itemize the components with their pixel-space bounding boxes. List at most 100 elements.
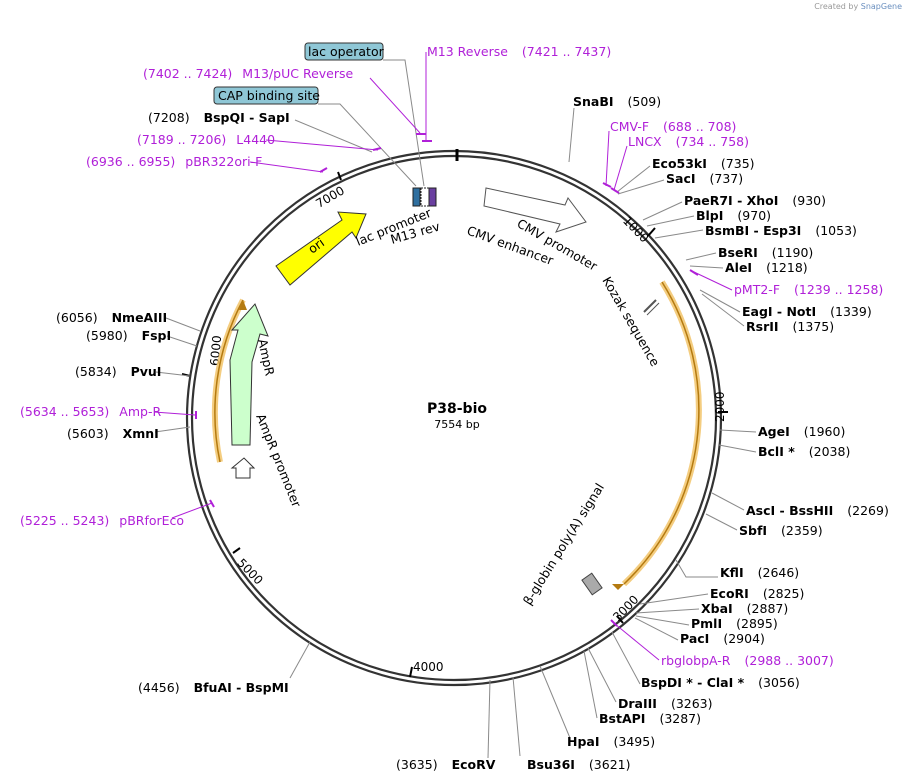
site-ecori[interactable]: EcoRI(2825) <box>710 586 804 601</box>
site-paci[interactable]: PacI(2904) <box>680 631 765 646</box>
ampr-feature[interactable] <box>229 303 269 446</box>
primer-sites: M13 Reverse(7421 .. 7437) (7402 .. 7424)… <box>20 44 883 668</box>
lead-bsmbi <box>654 229 704 239</box>
primer-cmv-f[interactable]: CMV-F(688 .. 708) <box>610 119 736 134</box>
primer-lncx[interactable]: LNCX(734 .. 758) <box>628 134 749 149</box>
plasmid-size: 7554 bp <box>434 418 479 431</box>
primer-pbrforeco[interactable]: (5225 .. 5243)pBRforEco <box>20 513 184 528</box>
site-clai[interactable]: BspDI * - ClaI *(3056) <box>641 675 800 690</box>
site-sapi[interactable]: (7208)BspQI - SapI <box>148 110 290 125</box>
tick-marks <box>181 171 728 678</box>
site-xmni[interactable]: (5603)XmnI <box>67 426 159 441</box>
lead-agei <box>719 429 757 433</box>
lac-operator-box[interactable] <box>304 42 384 61</box>
primer-rbglobpa[interactable]: rbglobpA-R(2988 .. 3007) <box>661 653 834 668</box>
ampr-promoter-feature[interactable] <box>230 457 256 479</box>
lead-bfuai <box>289 641 311 679</box>
m13-rev-feature[interactable] <box>428 187 437 207</box>
site-kfli[interactable]: KflI(2646) <box>720 565 799 580</box>
ampr-promoter-label: AmpR promoter <box>253 412 304 511</box>
polya-feature[interactable] <box>581 572 603 596</box>
lead-paci <box>634 617 679 641</box>
lead-eco53ki <box>616 165 651 193</box>
site-nmeaiii[interactable]: (6056)NmeAIII <box>56 310 167 325</box>
site-rsrii[interactable]: RsrII(1375) <box>746 319 834 334</box>
lead-pmli <box>635 615 690 626</box>
site-bsmbi[interactable]: BsmBI - Esp3I(1053) <box>705 223 857 238</box>
lead-alei <box>689 265 724 269</box>
lac-operator-box-label: lac operator <box>308 44 385 59</box>
site-noti[interactable]: EagI - NotI(1339) <box>742 304 872 319</box>
ori-feature[interactable] <box>275 211 367 286</box>
lead-cmv-f <box>605 130 610 187</box>
lead-rsrii <box>701 293 745 327</box>
site-bstapi[interactable]: BstAPI(3287) <box>599 711 701 726</box>
kozak-feature-2 <box>646 302 660 316</box>
lead-bcli <box>718 444 757 453</box>
snapgene-logo: SnapGene <box>860 2 902 11</box>
orf-arrowhead-insert <box>612 584 624 590</box>
site-snabi[interactable]: SnaBI(509) <box>573 94 661 109</box>
lead-pbr322ori <box>249 161 324 173</box>
site-sbfi[interactable]: SbfI(2359) <box>739 523 823 538</box>
site-agei[interactable]: AgeI(1960) <box>758 424 845 439</box>
primer-mark-pbr322ori <box>319 167 328 173</box>
lead-lncx <box>613 145 628 191</box>
lead-noti <box>699 289 741 313</box>
lead-sbfi <box>705 513 738 531</box>
primer-amp-r[interactable]: (5634 .. 5653)Amp-R <box>20 404 161 419</box>
lead-snabi <box>568 107 575 163</box>
lead-m13-puc <box>369 77 421 134</box>
site-eco53ki[interactable]: Eco53kI(735) <box>652 156 755 171</box>
lead-clai <box>611 631 641 685</box>
site-saci[interactable]: SacI(737) <box>666 171 743 186</box>
kozak-label: Kozak sequence <box>599 274 663 369</box>
site-fspi[interactable]: (5980)FspI <box>86 328 171 343</box>
site-blpi[interactable]: BlpI(970) <box>696 208 771 223</box>
lead-xhoi <box>642 201 683 221</box>
site-pmli[interactable]: PmlI(2895) <box>691 616 778 631</box>
site-xhoi[interactable]: PaeR7I - XhoI(930) <box>684 193 826 208</box>
cap-site-box-label: CAP binding site <box>218 88 320 103</box>
site-alei[interactable]: AleI(1218) <box>725 260 808 275</box>
cap-site-box[interactable] <box>213 86 319 105</box>
orf-arrowhead-ampr <box>239 300 247 310</box>
ampr-label: AmpR <box>255 338 278 378</box>
lead-rbglobpa <box>614 623 660 661</box>
cmv-enhancer-feature[interactable] <box>483 187 587 233</box>
tick-label-2000: 2000 <box>713 391 727 422</box>
primer-pmt2[interactable]: pMT2-F(1239 .. 1258) <box>734 282 883 297</box>
orf-arc-insert-line <box>623 281 700 585</box>
primer-mark-lncx <box>610 187 620 194</box>
lead-bsu36i <box>512 676 521 757</box>
primer-pbr322ori[interactable]: (6936 .. 6955)pBR322ori-F <box>86 154 262 169</box>
site-bseri[interactable]: BseRI(1190) <box>718 245 813 260</box>
site-xbai[interactable]: XbaI(2887) <box>701 601 788 616</box>
primer-l4440[interactable]: (7189 .. 7206)L4440 <box>137 132 275 147</box>
site-hpai[interactable]: HpaI(3495) <box>567 734 655 749</box>
site-asci[interactable]: AscI - BssHII(2269) <box>746 503 889 518</box>
lead-pbrforeco <box>171 502 213 519</box>
credit-prefix: Created by <box>814 2 859 11</box>
site-bfuai[interactable]: (4456)BfuAI - BspMI <box>138 680 289 695</box>
restriction-sites: SnaBI(509) Eco53kI(735) SacI(737) PaeR7I… <box>56 94 889 772</box>
tick-label-4000: 4000 <box>413 660 444 674</box>
kozak-feature[interactable] <box>643 299 657 313</box>
site-pvui[interactable]: (5834)PvuI <box>75 364 161 379</box>
lead-hpai <box>539 665 571 739</box>
site-ecorv[interactable]: (3635)EcoRV <box>396 757 496 772</box>
backbone-inner <box>190 154 718 682</box>
lac-promoter-feature[interactable] <box>412 187 421 207</box>
primer-mark-l4440 <box>372 147 382 151</box>
primer-m13-reverse[interactable]: M13 Reverse(7421 .. 7437) <box>427 44 611 59</box>
site-bcli[interactable]: BclI *(2038) <box>758 444 850 459</box>
site-bsu36i[interactable]: Bsu36I(3621) <box>527 757 631 772</box>
primer-mark-pmt2 <box>689 269 699 276</box>
lead-ecorv <box>487 679 491 759</box>
plasmid-name: P38-bio <box>427 401 487 417</box>
lead-draiii <box>587 647 617 703</box>
lead-xmni <box>154 426 191 433</box>
site-draiii[interactable]: DraIII(3263) <box>618 696 713 711</box>
primer-m13-puc[interactable]: (7402 .. 7424)M13/pUC Reverse <box>143 66 354 81</box>
